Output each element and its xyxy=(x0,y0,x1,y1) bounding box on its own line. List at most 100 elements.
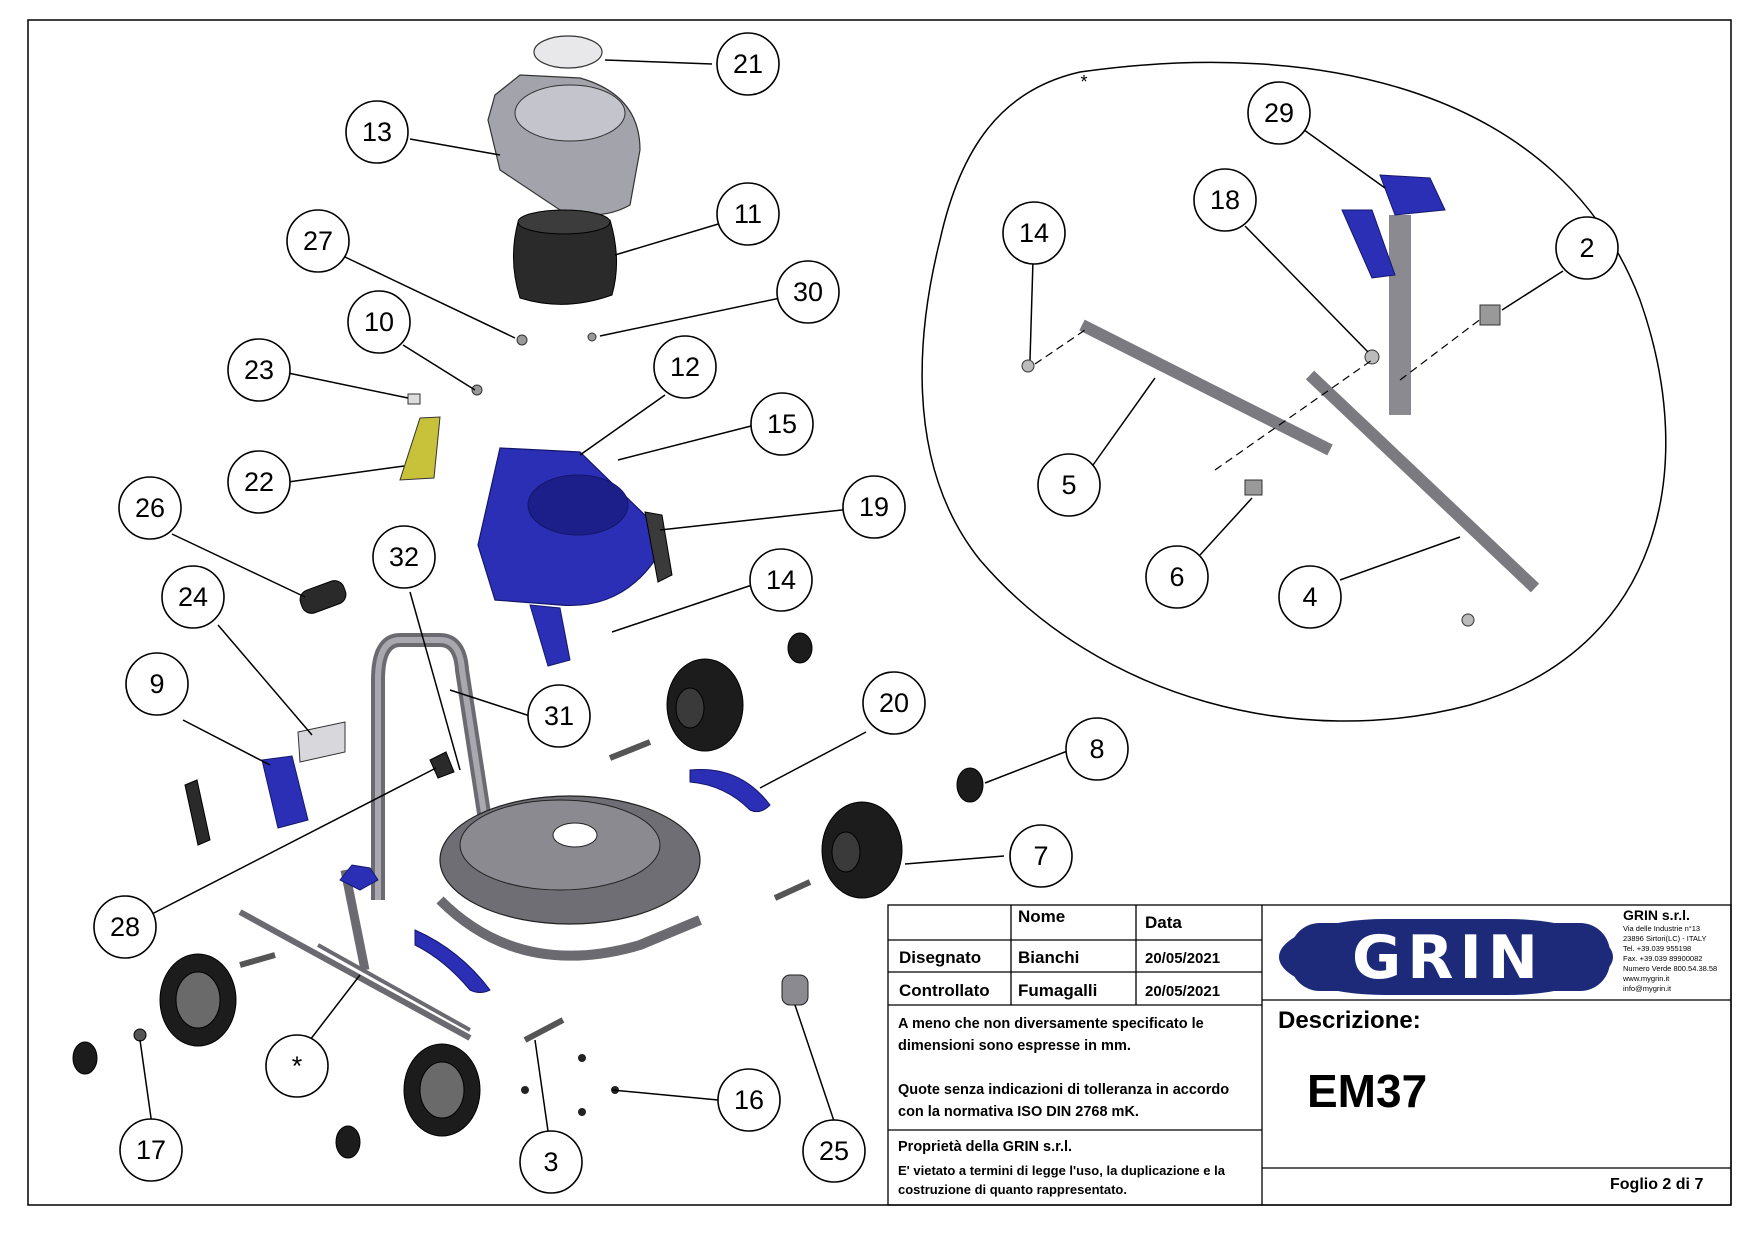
part-wheel-upper xyxy=(666,658,744,752)
detail-dash-line-2 xyxy=(1214,359,1373,471)
svg-text:14: 14 xyxy=(766,565,796,595)
part-lower-strip xyxy=(414,929,491,993)
company-line: 23896 Sirtori(LC) - ITALY xyxy=(1623,934,1707,943)
callout-12: 12 xyxy=(653,335,717,399)
svg-text:24: 24 xyxy=(178,582,208,612)
callout-14-detail: 14 xyxy=(1002,201,1066,265)
description-value: EM37 xyxy=(1307,1065,1428,1117)
part-detail-screw-bottom xyxy=(1461,613,1475,627)
svg-text:7: 7 xyxy=(1033,841,1048,871)
part-16-nut-a xyxy=(578,1054,586,1062)
leader-lines xyxy=(139,59,1564,1132)
callout-24: 24 xyxy=(161,565,225,629)
svg-text:28: 28 xyxy=(110,912,140,942)
callout-11: 11 xyxy=(716,182,780,246)
part-16-nut-d xyxy=(578,1108,586,1116)
part-11-motor-top xyxy=(517,209,611,235)
company-line: Via delle Industrie n°13 xyxy=(1623,924,1701,933)
part-8-hubcap xyxy=(956,767,984,803)
callout-10: 10 xyxy=(347,290,411,354)
part-2-clip xyxy=(1479,304,1501,326)
callout-2: 2 xyxy=(1555,216,1619,280)
row-drawn-date: 20/05/2021 xyxy=(1145,950,1221,967)
callout-30: 30 xyxy=(776,260,840,324)
company-line: Tel. +39.039 955198 xyxy=(1623,944,1692,953)
part-25-bushing xyxy=(781,974,809,1006)
part-hubcap-17 xyxy=(72,1041,98,1075)
part-housing-bracket xyxy=(529,604,571,667)
svg-text:31: 31 xyxy=(544,701,574,731)
part-10-screw xyxy=(471,384,483,396)
part-grip-lower xyxy=(1341,209,1396,279)
svg-text:30: 30 xyxy=(793,277,823,307)
col-header-name: Nome xyxy=(1018,907,1066,926)
callout-23: 23 xyxy=(227,338,291,402)
part-21-disc xyxy=(533,35,603,69)
row-drawn-name: Bianchi xyxy=(1018,948,1080,967)
part-17-nut xyxy=(133,1028,147,1042)
ownership-text: E' vietato a termini di legge l'uso, la … xyxy=(898,1163,1225,1197)
callout-20: 20 xyxy=(862,671,926,735)
part-28-knob xyxy=(429,751,455,779)
grin-logo: GRIN xyxy=(1279,919,1613,995)
part-14-screw-detail xyxy=(1021,359,1035,373)
svg-text:17: 17 xyxy=(136,1135,166,1165)
part-20-strip xyxy=(689,768,771,813)
part-23-tag xyxy=(407,393,421,405)
callout-28: 28 xyxy=(93,895,157,959)
callout-16: 16 xyxy=(717,1068,781,1132)
svg-text:10: 10 xyxy=(364,307,394,337)
detail-bubble-outline xyxy=(921,61,1667,722)
callout-bubbles: 21 13 11 27 30 10 23 12 15 22 19 26 32 1… xyxy=(93,32,1619,1194)
callout-32: 32 xyxy=(372,525,436,589)
company-line: Fax. +39.039 89900082 xyxy=(1623,954,1703,963)
part-base-dome-top xyxy=(459,799,661,891)
svg-text:16: 16 xyxy=(734,1085,764,1115)
part-6-clip xyxy=(1244,479,1263,496)
callout-7: 7 xyxy=(1009,824,1073,888)
detail-dash-line-1 xyxy=(1034,329,1086,365)
note-tolerance: Quote senza indicazioni di tolleranza in… xyxy=(898,1082,1230,1120)
svg-text:13: 13 xyxy=(362,117,392,147)
row-checked-date: 20/05/2021 xyxy=(1145,983,1221,1000)
svg-text:27: 27 xyxy=(303,226,333,256)
detail-dash-line-3 xyxy=(1399,317,1483,381)
svg-text:4: 4 xyxy=(1302,582,1317,612)
callout-13: 13 xyxy=(345,100,409,164)
svg-text:15: 15 xyxy=(767,409,797,439)
part-star-handle-assembly xyxy=(238,864,472,1041)
sheet-frame xyxy=(27,19,1732,1206)
part-11-motor xyxy=(512,219,618,305)
callout-14: 14 xyxy=(749,548,813,612)
part-axle-upper xyxy=(608,739,652,761)
svg-text:14: 14 xyxy=(1019,218,1049,248)
callout-18: 18 xyxy=(1193,168,1257,232)
note-dimensions: A meno che non diversamente specificato … xyxy=(898,1016,1204,1054)
part-19-lever xyxy=(644,511,673,583)
svg-text:25: 25 xyxy=(819,1136,849,1166)
row-checked-name: Fumagalli xyxy=(1018,981,1098,1000)
detail-star-marker: * xyxy=(1080,72,1087,92)
callout-27: 27 xyxy=(286,209,350,273)
part-5-arm xyxy=(1079,319,1333,456)
callout-4: 4 xyxy=(1278,565,1342,629)
svg-text:18: 18 xyxy=(1210,185,1240,215)
svg-text:3: 3 xyxy=(543,1147,558,1177)
callout-31: 31 xyxy=(527,684,591,748)
grin-logo-text: GRIN xyxy=(1352,923,1544,993)
company-address-block: Via delle Industrie n°13 23896 Sirtori(L… xyxy=(1623,924,1717,994)
ownership-title: Proprietà della GRIN s.r.l. xyxy=(898,1139,1073,1155)
part-4-arm xyxy=(1305,370,1540,593)
sheet-number: Foglio 2 di 7 xyxy=(1610,1176,1704,1193)
company-line: www.mygrin.it xyxy=(1623,974,1670,983)
company-line: info@mygrin.it xyxy=(1623,984,1672,993)
svg-text:22: 22 xyxy=(244,467,274,497)
callout-5: 5 xyxy=(1037,453,1101,517)
svg-text:32: 32 xyxy=(389,542,419,572)
callout-26: 26 xyxy=(118,476,182,540)
svg-text:26: 26 xyxy=(135,493,165,523)
row-checked-role: Controllato xyxy=(899,981,990,1000)
svg-text:5: 5 xyxy=(1061,470,1076,500)
part-axle-lower xyxy=(773,879,812,901)
